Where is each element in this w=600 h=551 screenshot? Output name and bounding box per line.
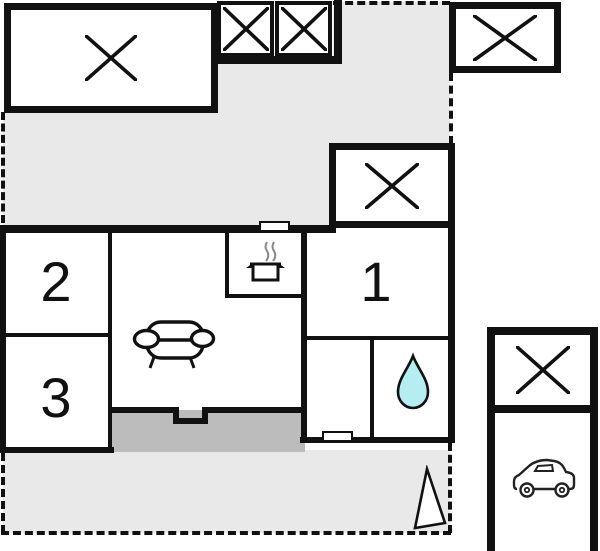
wall-patio-1	[110, 407, 179, 413]
wall-kitchen-bottom	[225, 294, 305, 298]
x-mark-icon	[516, 346, 570, 394]
plot-area-top-right	[333, 2, 450, 145]
wall-patio-notch-right	[202, 407, 208, 424]
wall-bedrooms-right	[108, 232, 112, 448]
wall-center-vertical	[301, 232, 307, 437]
skylight-box-2	[275, 1, 332, 57]
wall-patio-notch-left	[173, 407, 179, 424]
plot-area-top-left	[3, 112, 218, 230]
x-mark-icon	[223, 7, 269, 51]
wall-bathroom-left	[370, 338, 374, 438]
room-2-label: 2	[40, 250, 72, 313]
terrace-mid-box	[329, 143, 455, 228]
x-mark-icon	[85, 35, 137, 81]
x-mark-icon	[365, 163, 419, 209]
boundary-dash-bottom	[1, 531, 451, 535]
patio-terrace	[112, 410, 305, 452]
door-marker-top	[259, 221, 290, 232]
carport-roof-box	[487, 327, 598, 413]
water-drop-icon	[396, 352, 430, 410]
wall-patio-2	[205, 407, 307, 413]
x-mark-icon	[473, 15, 537, 61]
sofa-icon	[132, 320, 216, 369]
wall-kitchen-left	[225, 232, 229, 298]
north-arrow-icon	[413, 465, 447, 530]
plot-area-bottom	[3, 450, 450, 533]
boundary-dash-left-upper	[1, 112, 5, 223]
room-1-label: 1	[360, 250, 392, 313]
wall-under-skylights	[217, 56, 342, 64]
room-3-label: 3	[40, 366, 72, 429]
stove-pot-icon	[246, 241, 285, 282]
boundary-dash-right-upper	[449, 73, 453, 144]
skylight-box-1	[217, 1, 274, 57]
plot-area-top-middle	[218, 57, 333, 230]
wall-between-room2-room3	[0, 333, 110, 337]
wall-house-bottom-left	[0, 447, 114, 453]
boundary-dash-left-lower	[1, 453, 5, 533]
wall-carport-right	[590, 408, 598, 551]
wall-house-left	[0, 225, 6, 453]
wall-right-of-skylights	[334, 0, 342, 62]
terrace-top-right-box	[449, 2, 561, 73]
wall-house-top	[0, 225, 336, 233]
terrace-large-box	[4, 3, 218, 113]
wall-house-right	[448, 227, 455, 443]
x-mark-icon	[281, 7, 327, 51]
wall-carport-left	[487, 408, 495, 551]
wall-house-bottom-right	[300, 437, 455, 443]
boundary-dash-top	[333, 1, 450, 5]
wall-room1-bottom	[305, 336, 450, 340]
boundary-dash-right-lower	[448, 443, 452, 533]
car-icon	[512, 458, 576, 498]
door-marker-entry	[322, 431, 353, 442]
wall-patio-notch-bottom	[173, 418, 208, 424]
